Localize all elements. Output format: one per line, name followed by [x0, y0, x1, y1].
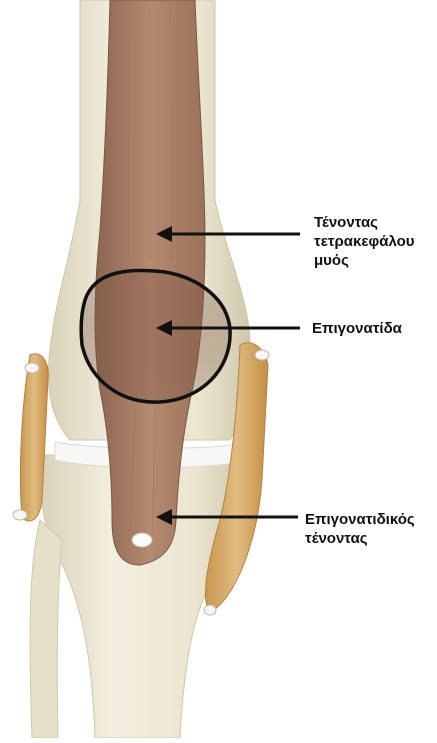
tendon-pin-icon	[132, 533, 152, 547]
left-upper-pin-icon	[25, 363, 39, 373]
fibula-bone	[30, 520, 62, 738]
label-patella: Επιγονατίδα	[312, 319, 402, 338]
label-patellar-tendon: Επιγονατιδικός τένοντας	[305, 510, 415, 548]
label-quadriceps-tendon: Τένοντας τετρακεφάλου μυός	[314, 213, 415, 270]
right-lower-pin-icon	[204, 605, 216, 615]
right-upper-pin-icon	[255, 350, 269, 360]
left-lower-pin-icon	[13, 510, 27, 520]
